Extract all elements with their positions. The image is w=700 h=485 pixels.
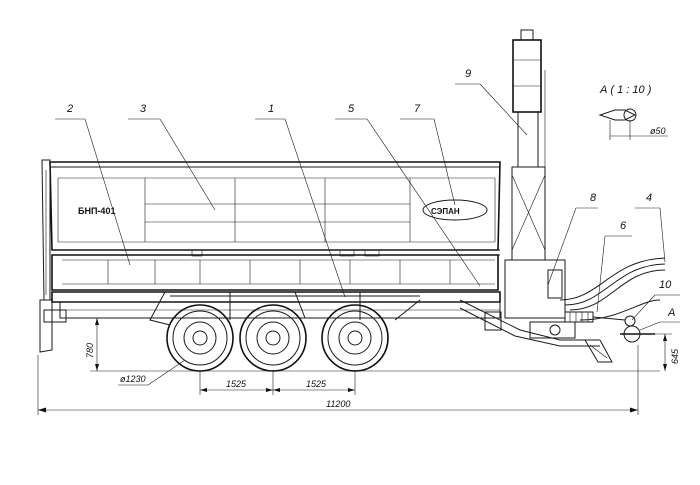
callout-10: 10 [659,279,672,291]
wheel-1 [166,304,234,372]
dim-axle-spacing-2: 1525 [306,379,327,389]
callout-1: 1 [268,103,274,115]
wheel-3 [321,304,389,372]
body-label: БНП-401 [78,206,115,216]
detail-dimension: ø50 [650,126,666,136]
detail-a-view: А ( 1 : 10 ) ø50 [598,84,668,140]
callout-a: А [667,307,675,319]
cargo-body: БНП-401 СЭПАН [39,159,501,353]
dim-wheel-diameter: ø1230 [120,374,146,384]
dimension-labels: ø1230 1525 1525 11200 780 645 [85,343,680,409]
dim-axle-spacing-1: 1525 [226,379,247,389]
callout-2: 2 [66,103,73,115]
callout-8: 8 [590,192,597,204]
hydraulic-hoses [559,257,666,321]
dimension-lines [37,317,672,415]
dim-frame-height: 780 [85,343,95,358]
drive-shaft [564,311,636,327]
detail-title: А ( 1 : 10 ) [599,84,652,96]
callout-7: 7 [414,103,421,115]
callout-4: 4 [646,192,652,204]
callout-5: 5 [348,103,355,115]
dim-overall-length: 11200 [326,399,350,409]
logo-text: СЭПАН [431,207,460,216]
callout-3: 3 [140,103,147,115]
dim-hitch-height: 645 [670,348,680,364]
callout-9: 9 [465,68,471,80]
auger-column [504,29,576,339]
callout-labels: 2 3 1 5 7 9 8 6 4 10 А [66,68,675,319]
chassis-frame [51,291,655,363]
wheel-2 [239,304,307,372]
logo-badge [422,199,488,221]
callout-leaders [55,83,680,331]
callout-6: 6 [620,220,627,232]
